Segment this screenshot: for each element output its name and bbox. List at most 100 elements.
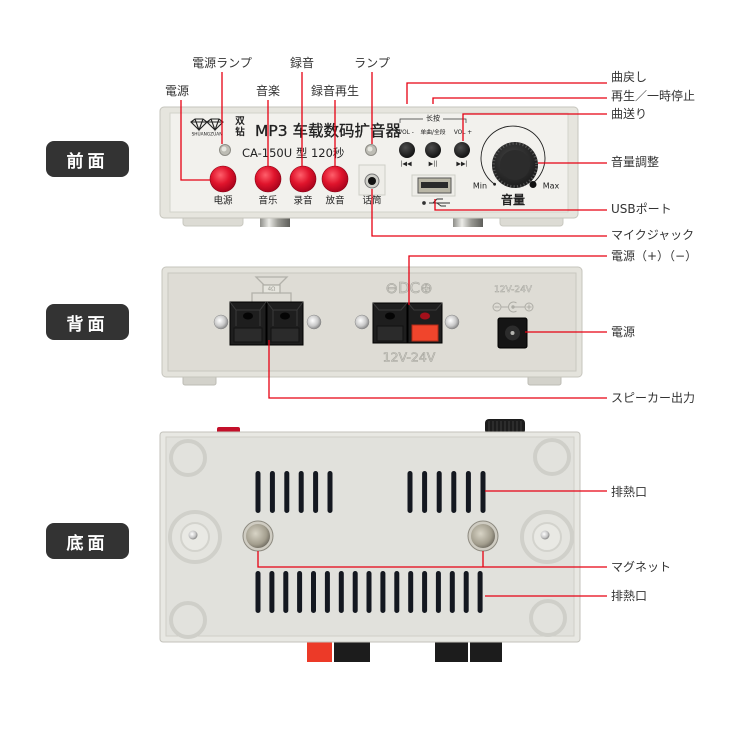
- vent-slot: [394, 571, 400, 613]
- vent-slot: [269, 471, 275, 513]
- screw: [354, 314, 370, 330]
- callout-usb-port: USBポート: [611, 202, 672, 216]
- long-press-bracket: [399, 118, 467, 123]
- vent-slot: [311, 571, 316, 613]
- callout-power-lamp: 電源ランプ: [192, 56, 252, 70]
- badge-back-view: 背面: [46, 304, 129, 340]
- music-button[interactable]: [254, 165, 282, 193]
- vent-slot: [422, 571, 428, 613]
- vent-slot: [284, 471, 290, 513]
- callout-speaker-output: スピーカー出力: [611, 391, 696, 405]
- play-pause-symbol: ▶||: [429, 161, 438, 168]
- diamond-logo-icon: [190, 118, 224, 132]
- volume-scale-arc: [480, 125, 546, 185]
- vent-slot: [324, 571, 330, 613]
- callout-dc-terminal: 電源（+）（−）: [611, 249, 698, 263]
- callout-play-pause: 再生／一時停止: [611, 89, 696, 103]
- usb-symbol-icon: [422, 198, 450, 207]
- power-button[interactable]: [209, 165, 237, 193]
- mode-label: 单曲/全段: [420, 128, 445, 136]
- badge-bottom-view: 底面: [46, 523, 129, 559]
- screw: [213, 314, 229, 330]
- screw: [444, 314, 460, 330]
- vent-slot: [463, 571, 469, 613]
- leader-line-mic: [371, 189, 607, 237]
- ventilation-slots: [255, 471, 486, 613]
- screw: [306, 314, 322, 330]
- callout-lines: [180, 72, 607, 597]
- dc-power-terminal[interactable]: [372, 302, 443, 344]
- vent-slot: [436, 471, 442, 513]
- callout-lamp: ランプ: [354, 56, 390, 70]
- previous-track-button[interactable]: [399, 142, 415, 158]
- callout-volume-adjust: 音量調整: [611, 155, 660, 169]
- leader-line-power: [180, 100, 210, 181]
- callout-vent-lower: 排熱口: [611, 589, 648, 603]
- volume-min-label: Min: [473, 182, 487, 191]
- screw-foot: [168, 510, 222, 564]
- magnet: [467, 520, 499, 552]
- play-pause-button[interactable]: [425, 142, 441, 158]
- vent-slot: [451, 471, 457, 513]
- speaker-impedance: 4Ω: [268, 287, 276, 293]
- vent-slot: [422, 471, 428, 513]
- brand-latin: SHUANGZUAN: [192, 132, 223, 138]
- indicator-lamp: [365, 144, 377, 156]
- vent-slot: [435, 571, 441, 613]
- brand-name: 双钻: [235, 116, 245, 138]
- mic-jack-hole: [368, 177, 376, 185]
- dc-terminal-voltage: 12V-24V: [383, 350, 436, 365]
- screw-foot: [520, 510, 574, 564]
- product-name: MP3 车载数码扩音器: [255, 122, 402, 140]
- usb-port-slot: [421, 182, 448, 188]
- dc-polarity-icon: [492, 301, 534, 313]
- rubber-foot: [169, 439, 207, 477]
- speaker-output-terminal[interactable]: [229, 301, 304, 346]
- back-view-device: 4Ω ⊖DC⊕: [161, 266, 583, 386]
- callout-magnet: マグネット: [611, 560, 672, 574]
- dc-jack-voltage: 12V-24V: [494, 285, 533, 295]
- vent-slot: [338, 571, 344, 613]
- leader-line-magnet: [257, 551, 607, 568]
- previous-symbol: |◀◀: [400, 161, 412, 168]
- leader-line-speaker: [268, 340, 607, 399]
- volume-label: 音量: [501, 192, 525, 207]
- callout-record-playback: 録音再生: [310, 84, 360, 98]
- callout-previous-track: 曲戻し: [611, 70, 648, 84]
- record-button[interactable]: [289, 165, 317, 193]
- volume-min-dot: [493, 182, 496, 186]
- vent-slot: [352, 571, 358, 613]
- model-text: CA-150U 型 120秒: [242, 146, 344, 160]
- vent-slot: [283, 571, 289, 613]
- record-button-label: 录音: [293, 195, 312, 207]
- callout-record: 録音: [289, 56, 315, 70]
- vent-slot: [408, 571, 414, 613]
- vent-slot: [449, 571, 455, 613]
- rubber-foot: [169, 601, 207, 639]
- bottom-view-device: [159, 419, 581, 662]
- dc-power-jack[interactable]: [497, 317, 528, 349]
- vent-slot: [313, 471, 319, 513]
- leader-line-dc-terminal: [408, 255, 607, 305]
- vent-slot: [380, 571, 386, 613]
- callout-music: 音楽: [255, 84, 281, 98]
- speaker-icon: [251, 276, 292, 302]
- volume-knob[interactable]: [492, 142, 538, 188]
- callout-mic-jack: マイクジャック: [611, 228, 695, 242]
- vent-slot: [297, 571, 303, 613]
- playback-button[interactable]: [321, 165, 349, 193]
- vent-slot: [269, 571, 275, 613]
- next-track-button[interactable]: [454, 142, 470, 158]
- playback-button-label: 放音: [325, 195, 344, 207]
- power-lamp: [219, 144, 231, 156]
- next-symbol: ▶▶|: [456, 161, 467, 168]
- vent-slot: [255, 471, 261, 513]
- power-button-label: 电源: [213, 195, 233, 207]
- vent-slot: [327, 471, 333, 513]
- callout-next-track: 曲送り: [611, 107, 648, 121]
- vent-slot: [366, 571, 372, 613]
- leader-line-usb: [434, 199, 607, 211]
- magnet: [242, 520, 274, 552]
- front-view-device: SHUANGZUAN MP3 车载数码扩音器 CA-150U 型 120秒 电源…: [159, 106, 579, 227]
